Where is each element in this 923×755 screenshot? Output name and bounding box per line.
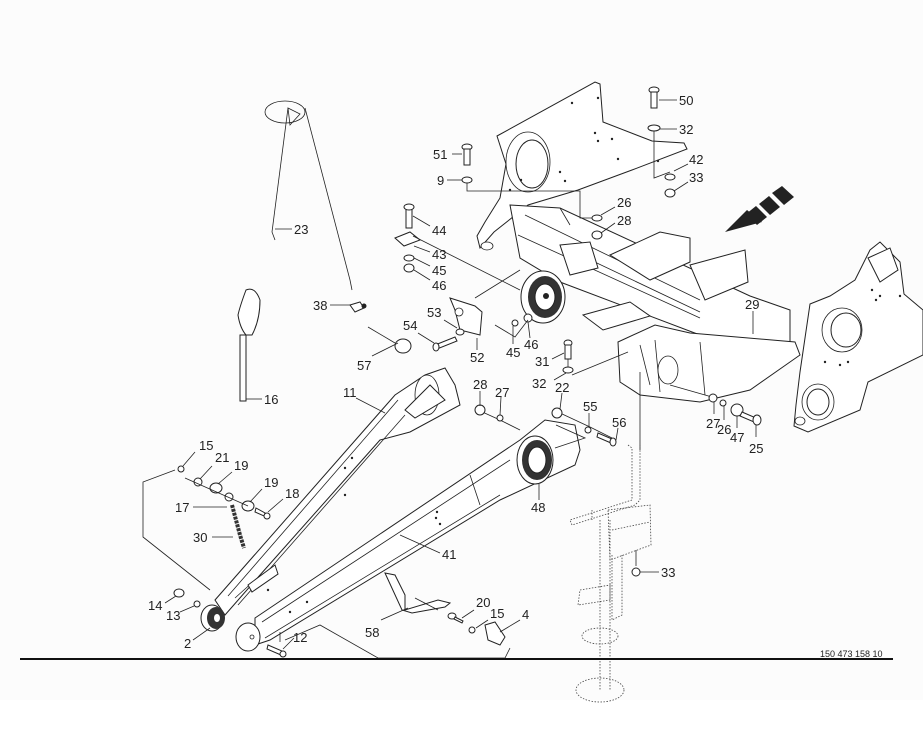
callout-11: 11 xyxy=(343,385,357,400)
callout-33b: 33 xyxy=(661,565,675,580)
callout-47: 47 xyxy=(730,430,744,445)
callout-26: 26 xyxy=(617,195,631,210)
callout-28b: 28 xyxy=(473,377,487,392)
callout-54: 54 xyxy=(403,318,417,333)
part-52-bracket xyxy=(432,297,533,352)
middle-fasteners xyxy=(474,404,617,447)
part-16-linch-pin xyxy=(237,288,261,402)
callout-30: 30 xyxy=(193,530,207,545)
callout-46b: 46 xyxy=(524,337,538,352)
arm-end-disc xyxy=(235,622,287,658)
part-26-28-upper xyxy=(579,212,603,240)
callout-56: 56 xyxy=(612,415,626,430)
callout-53: 53 xyxy=(427,305,441,320)
upper-mount-plate xyxy=(476,81,688,251)
callout-43: 43 xyxy=(432,247,446,262)
callout-55: 55 xyxy=(583,399,597,414)
callout-44: 44 xyxy=(432,223,446,238)
callout-32b: 32 xyxy=(532,376,546,391)
callout-46: 46 xyxy=(432,278,446,293)
jack-stand xyxy=(569,444,652,703)
part-41-upper-arm xyxy=(254,419,581,646)
callout-45: 45 xyxy=(432,263,446,278)
callout-19b: 19 xyxy=(264,475,278,490)
callout-29: 29 xyxy=(745,297,759,312)
callout-31: 31 xyxy=(535,354,549,369)
callout-27: 27 xyxy=(495,385,509,400)
callout-9: 9 xyxy=(437,173,444,188)
callout-32: 32 xyxy=(679,122,693,137)
callout-12: 12 xyxy=(293,630,307,645)
part-31-bolt xyxy=(562,339,629,376)
document-number: 150 473 158 10 xyxy=(820,649,883,659)
callouts: 50 32 51 9 42 33 26 28 44 43 45 46 23 29… xyxy=(148,93,763,651)
part-48-bearing xyxy=(516,435,554,485)
part-50-bolt xyxy=(647,86,676,198)
part-58-bracket xyxy=(384,572,452,614)
callout-51: 51 xyxy=(433,147,447,162)
callout-15: 15 xyxy=(199,438,213,453)
main-tube-bearing xyxy=(520,270,566,324)
part-14-13-fasteners xyxy=(173,588,201,608)
tongue-frame xyxy=(617,324,801,450)
callout-33: 33 xyxy=(689,170,703,185)
callout-38: 38 xyxy=(313,298,327,313)
callout-4: 4 xyxy=(522,607,529,622)
callout-57: 57 xyxy=(357,358,371,373)
part-20-15-4-stack xyxy=(447,612,506,646)
callout-17: 17 xyxy=(175,500,189,515)
callout-2: 2 xyxy=(184,636,191,651)
callout-58: 58 xyxy=(365,625,379,640)
callout-26b: 26 xyxy=(717,422,731,437)
part-11-lower-arm xyxy=(214,367,461,616)
callout-14: 14 xyxy=(148,598,162,613)
part-2-roller xyxy=(200,604,225,632)
callout-48: 48 xyxy=(531,500,545,515)
callout-22: 22 xyxy=(555,380,569,395)
callout-19a: 19 xyxy=(234,458,248,473)
callout-45b: 45 xyxy=(506,345,520,360)
callout-13: 13 xyxy=(166,608,180,623)
callout-41: 41 xyxy=(442,547,456,562)
callout-52: 52 xyxy=(470,350,484,365)
callout-16: 16 xyxy=(264,392,278,407)
callout-27b: 27 xyxy=(706,416,720,431)
chain-pin-assembly xyxy=(142,465,271,591)
callout-15b: 15 xyxy=(490,606,504,621)
callout-50: 50 xyxy=(679,93,693,108)
part-25-pin-stack xyxy=(669,384,762,426)
part-57-cap xyxy=(367,326,412,354)
travel-direction-arrow xyxy=(725,186,794,232)
callout-18: 18 xyxy=(285,486,299,501)
right-side-plate xyxy=(793,241,923,433)
callout-21: 21 xyxy=(215,450,229,465)
callout-20: 20 xyxy=(476,595,490,610)
part-23-hitch-wire xyxy=(264,100,353,291)
callout-28: 28 xyxy=(617,213,631,228)
callout-23: 23 xyxy=(294,222,308,237)
callout-42: 42 xyxy=(689,152,703,167)
callout-25: 25 xyxy=(749,441,763,456)
part-38-grease-nipple xyxy=(349,301,367,313)
